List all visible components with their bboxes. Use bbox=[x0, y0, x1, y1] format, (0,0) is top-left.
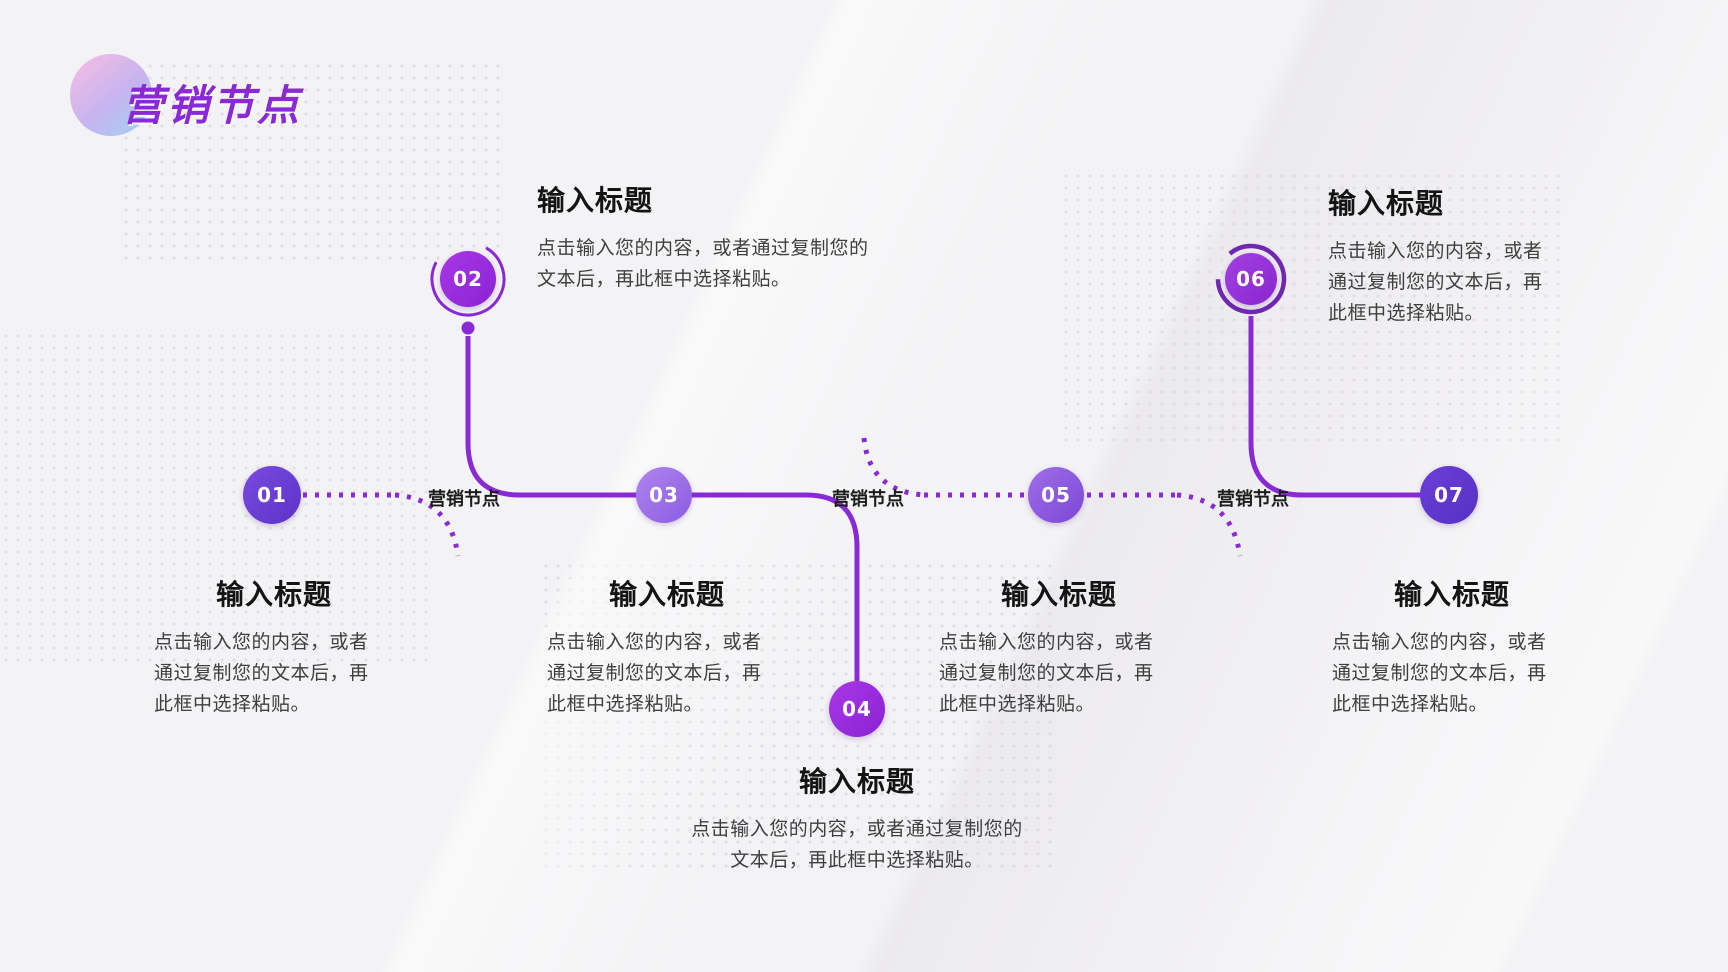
node-05-text-block: 输入标题 点击输入您的内容，或者通过复制您的文本后，再此框中选择粘贴。 bbox=[939, 573, 1179, 720]
timeline-node-03: 03 bbox=[636, 467, 692, 523]
node-title[interactable]: 输入标题 bbox=[1328, 189, 1445, 220]
node-number: 01 bbox=[257, 483, 287, 507]
node-04-text-block: 输入标题 点击输入您的内容，或者通过复制您的文本后，再此框中选择粘贴。 bbox=[657, 760, 1057, 876]
node-body[interactable]: 点击输入您的内容，或者通过复制您的文本后，再此框中选择粘贴。 bbox=[939, 632, 1154, 715]
node-title[interactable]: 输入标题 bbox=[1393, 580, 1510, 611]
node-03-text-block: 输入标题 点击输入您的内容，或者通过复制您的文本后，再此框中选择粘贴。 bbox=[547, 573, 787, 720]
node-number: 02 bbox=[453, 267, 483, 291]
node-body[interactable]: 点击输入您的内容，或者通过复制您的文本后，再此框中选择粘贴。 bbox=[537, 238, 869, 290]
node-07-text-block: 输入标题 点击输入您的内容，或者通过复制您的文本后，再此框中选择粘贴。 bbox=[1332, 573, 1572, 720]
node-title[interactable]: 输入标题 bbox=[608, 580, 725, 611]
node-body[interactable]: 点击输入您的内容，或者通过复制您的文本后，再此框中选择粘贴。 bbox=[1332, 632, 1547, 715]
node-body[interactable]: 点击输入您的内容，或者通过复制您的文本后，再此框中选择粘贴。 bbox=[691, 819, 1023, 871]
node-number: 07 bbox=[1434, 483, 1464, 507]
timeline-node-02: 02 bbox=[440, 251, 496, 307]
node-body[interactable]: 点击输入您的内容，或者通过复制您的文本后，再此框中选择粘贴。 bbox=[1328, 241, 1543, 324]
node-title[interactable]: 输入标题 bbox=[215, 580, 332, 611]
connector-label-1: 营销节点 bbox=[428, 489, 500, 509]
connector-dotted-1-curve bbox=[394, 492, 461, 557]
node-number: 04 bbox=[842, 697, 872, 721]
timeline-node-07: 07 bbox=[1420, 466, 1478, 524]
connector-start-dot bbox=[461, 321, 475, 335]
node-body[interactable]: 点击输入您的内容，或者通过复制您的文本后，再此框中选择粘贴。 bbox=[154, 632, 369, 715]
timeline-node-01: 01 bbox=[243, 466, 301, 524]
connector-dotted-3-curve bbox=[1176, 492, 1243, 557]
connector-label-3: 营销节点 bbox=[1217, 489, 1289, 509]
node-02-text-block: 输入标题 点击输入您的内容，或者通过复制您的文本后，再此框中选择粘贴。 bbox=[537, 179, 957, 295]
node-title[interactable]: 输入标题 bbox=[537, 186, 654, 217]
node-body[interactable]: 点击输入您的内容，或者通过复制您的文本后，再此框中选择粘贴。 bbox=[547, 632, 762, 715]
timeline-node-04: 04 bbox=[829, 681, 885, 737]
node-number: 06 bbox=[1236, 267, 1266, 291]
node-title[interactable]: 输入标题 bbox=[798, 767, 915, 798]
connector-main-right bbox=[1248, 316, 1449, 498]
slide-title: 营销节点 bbox=[122, 81, 303, 130]
connector-label-2: 营销节点 bbox=[832, 489, 904, 509]
title-accent-circle bbox=[70, 54, 152, 136]
node-02-ring-icon bbox=[430, 241, 506, 317]
timeline-node-06: 06 bbox=[1225, 253, 1277, 305]
node-title[interactable]: 输入标题 bbox=[1000, 580, 1117, 611]
timeline-node-05: 05 bbox=[1028, 467, 1084, 523]
node-number: 03 bbox=[649, 483, 679, 507]
node-number: 05 bbox=[1041, 483, 1071, 507]
node-06-text-block: 输入标题 点击输入您的内容，或者通过复制您的文本后，再此框中选择粘贴。 bbox=[1328, 182, 1588, 329]
node-01-text-block: 输入标题 点击输入您的内容，或者通过复制您的文本后，再此框中选择粘贴。 bbox=[154, 573, 394, 720]
